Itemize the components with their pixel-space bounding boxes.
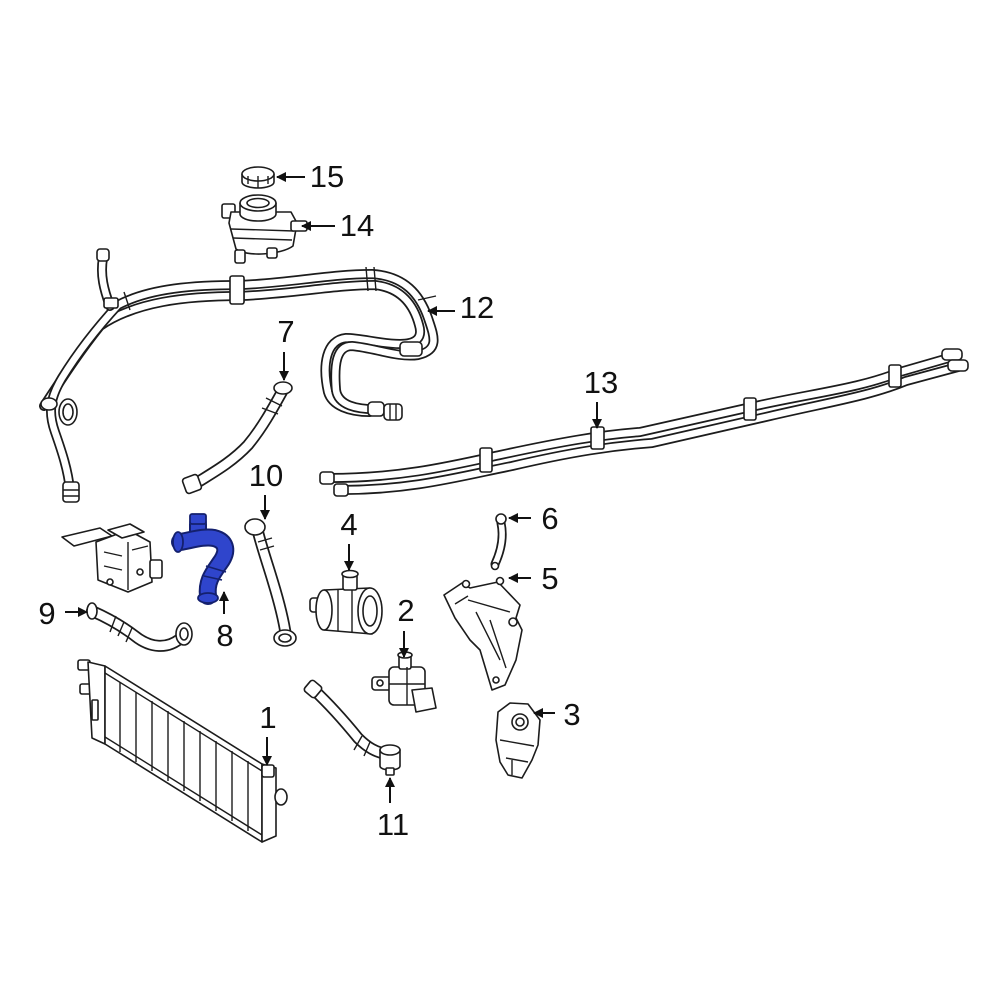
callout-3: 3 bbox=[533, 697, 581, 732]
callout-1: 1 bbox=[259, 700, 277, 766]
callout-13: 13 bbox=[584, 365, 618, 429]
callout-4-label: 4 bbox=[340, 507, 357, 542]
callout-8: 8 bbox=[216, 591, 234, 653]
callout-15: 15 bbox=[276, 159, 344, 194]
callout-10: 10 bbox=[249, 458, 283, 520]
part-15-reservoir-cap bbox=[241, 166, 275, 189]
callout-9: 9 bbox=[38, 596, 88, 631]
part-7-coolant-hose bbox=[181, 381, 293, 495]
callout-5: 5 bbox=[508, 561, 559, 596]
part-8-coolant-hose-highlighted bbox=[173, 513, 226, 603]
callout-10-label: 10 bbox=[249, 458, 283, 493]
callout-7: 7 bbox=[277, 314, 295, 381]
callout-4: 4 bbox=[340, 507, 358, 571]
part-12-coolant-line-harness bbox=[41, 248, 436, 503]
part-2-coolant-valve bbox=[371, 651, 437, 713]
callout-12-label: 12 bbox=[460, 290, 494, 325]
callout-2-label: 2 bbox=[397, 593, 414, 628]
part-9-coolant-hose bbox=[87, 602, 193, 646]
callout-13-label: 13 bbox=[584, 365, 618, 400]
part-14-expansion-reservoir bbox=[221, 194, 308, 264]
callout-6-label: 6 bbox=[541, 501, 558, 536]
part-13-coolant-pipes bbox=[319, 348, 969, 497]
callout-2: 2 bbox=[397, 593, 415, 658]
callout-5-label: 5 bbox=[541, 561, 558, 596]
callout-7-label: 7 bbox=[277, 314, 294, 349]
callout-1-label: 1 bbox=[259, 700, 276, 735]
callout-11-label: 11 bbox=[377, 807, 409, 842]
callout-12: 12 bbox=[427, 290, 494, 325]
part-10-coolant-hose bbox=[244, 518, 297, 647]
callout-15-label: 15 bbox=[310, 159, 344, 194]
callout-3-label: 3 bbox=[563, 697, 580, 732]
electronic-module bbox=[61, 523, 163, 593]
part-3-sensor-bracket bbox=[495, 702, 541, 779]
callout-14-label: 14 bbox=[340, 208, 374, 243]
part-1-radiator bbox=[77, 659, 288, 843]
part-5-mounting-bracket bbox=[443, 576, 523, 691]
callout-14: 14 bbox=[301, 208, 374, 243]
callout-8-label: 8 bbox=[216, 618, 233, 653]
part-4-auxiliary-water-pump bbox=[309, 569, 383, 635]
callout-9-label: 9 bbox=[38, 596, 55, 631]
callout-11: 11 bbox=[377, 777, 409, 842]
part-6-bracket-strap bbox=[492, 513, 507, 571]
callout-6: 6 bbox=[508, 501, 559, 536]
part-11-coolant-hose bbox=[303, 679, 401, 776]
